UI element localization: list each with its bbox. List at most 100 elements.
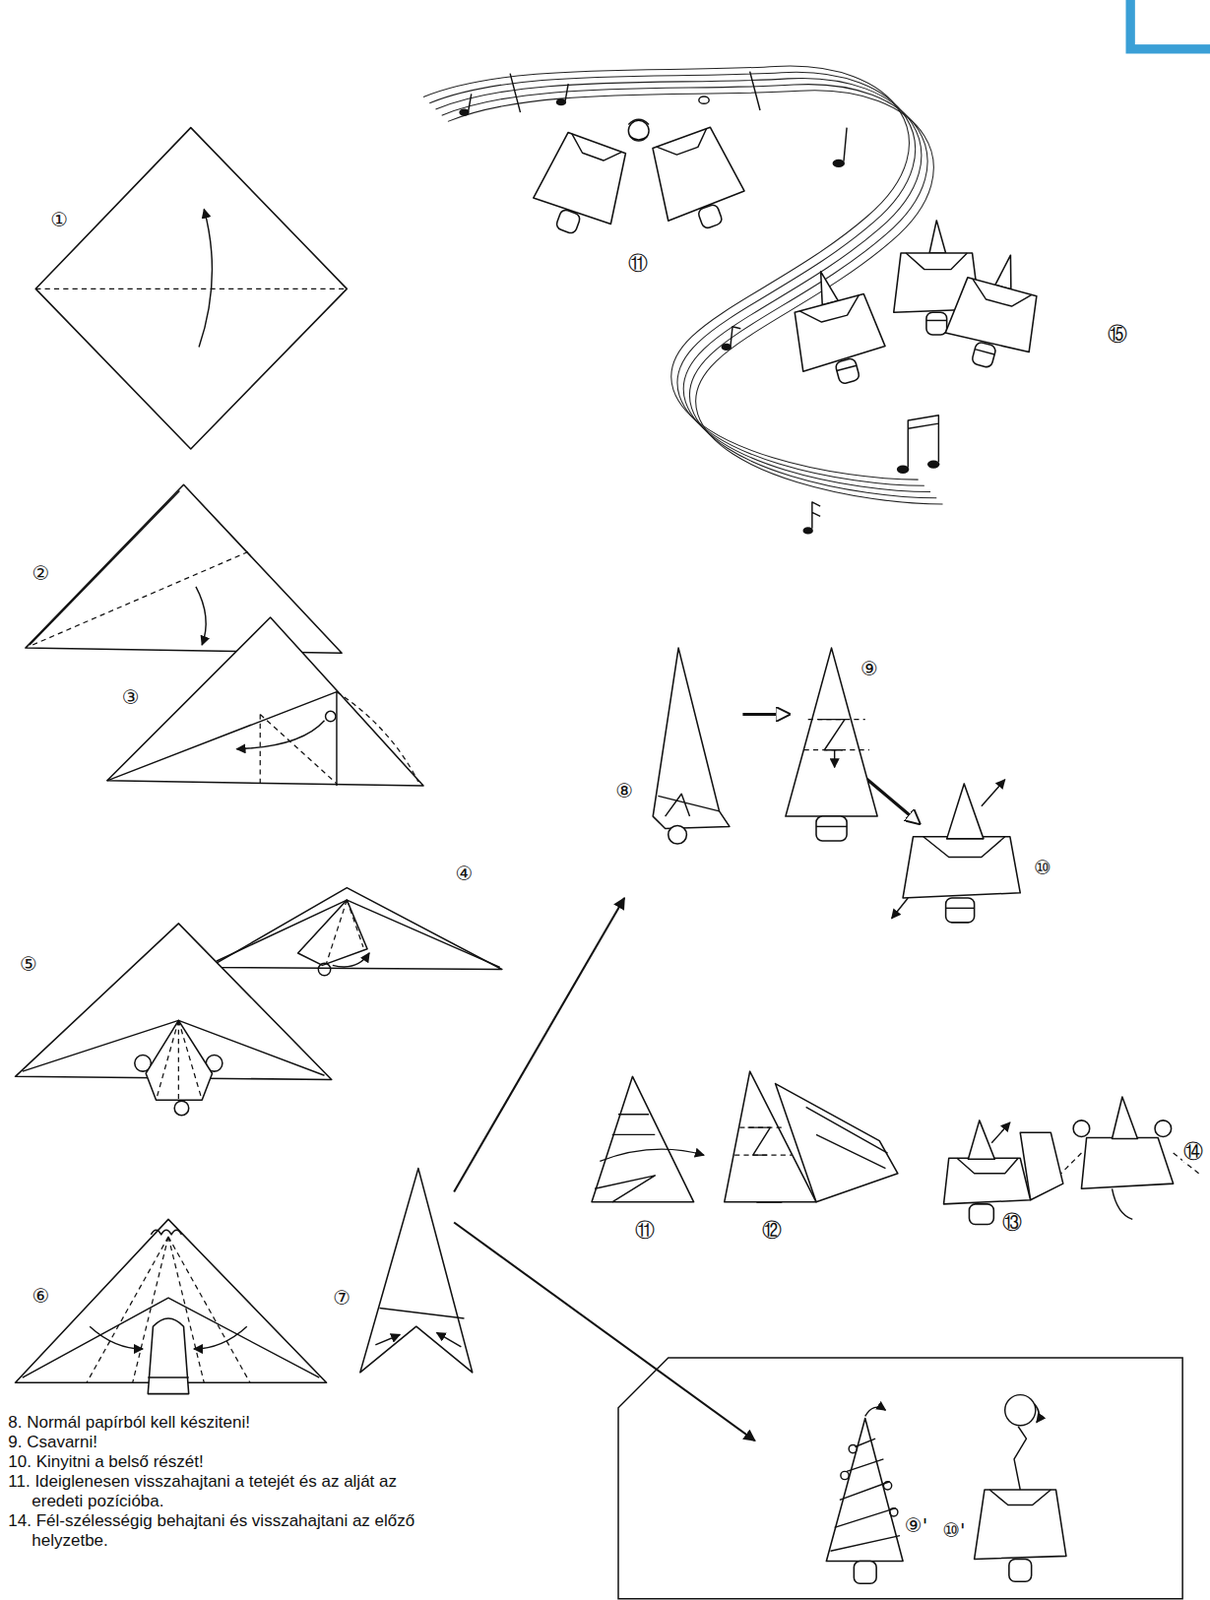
step-14-part xyxy=(1081,1138,1173,1190)
step-13 xyxy=(944,1120,1064,1225)
instruction-note: 11. Ideiglenesen visszahajtani a tetejét… xyxy=(7,1471,432,1512)
step-4-part xyxy=(298,899,368,965)
step-number: ⑭ xyxy=(1182,1140,1205,1162)
step-number: ⑥ xyxy=(30,1284,51,1307)
step-3-part xyxy=(325,710,336,721)
step-1-part xyxy=(35,288,347,290)
corner-frame-part xyxy=(1130,0,1210,50)
step-12-part xyxy=(806,1106,889,1168)
music-staff-part xyxy=(468,93,472,112)
step-number: ⑨' xyxy=(903,1514,929,1536)
step-5-part xyxy=(156,1019,203,1100)
inset-figures-part xyxy=(848,1444,857,1453)
step-5 xyxy=(15,923,332,1116)
step-10-part xyxy=(902,836,1020,898)
finished-bells-part xyxy=(628,119,649,140)
instruction-note: 8. Normál papírból kell késziteni! xyxy=(7,1412,432,1433)
instruction-notes: 8. Normál papírból kell késziteni!9. Csa… xyxy=(7,1412,432,1551)
music-staff-part xyxy=(896,465,909,474)
step-1 xyxy=(35,127,347,449)
step-2-part xyxy=(29,491,180,645)
inset-figures-part xyxy=(974,1489,1067,1559)
step-3-part xyxy=(107,692,337,786)
music-staff-part xyxy=(565,83,569,102)
step-8-part xyxy=(668,825,688,844)
step-number: ⑮ xyxy=(1106,322,1129,345)
music-staff-part xyxy=(907,415,939,468)
music-staff-part xyxy=(429,71,925,486)
step-2-part xyxy=(32,551,251,645)
inset-border xyxy=(618,1357,1183,1599)
step-10-part xyxy=(981,779,1006,807)
step-3 xyxy=(107,617,424,786)
step-14-part xyxy=(1112,1188,1134,1219)
inset-figures-part xyxy=(989,1489,1051,1506)
step-7-part xyxy=(375,1334,400,1344)
step-arrows-part xyxy=(453,1222,756,1442)
step-6-part xyxy=(89,1326,143,1349)
finished-bells xyxy=(526,119,1053,393)
inset-figures-part xyxy=(890,1508,898,1517)
inset-outline xyxy=(617,1356,1184,1600)
inset-figures-part xyxy=(1034,1403,1040,1423)
step-4-part xyxy=(326,899,364,963)
step-6-part xyxy=(150,1229,182,1235)
inset-figures-part xyxy=(830,1438,900,1551)
step-number: ⑩' xyxy=(941,1519,966,1541)
music-staff-part xyxy=(442,84,938,499)
step-9-part xyxy=(804,719,870,751)
step-4-part xyxy=(318,962,330,975)
music-staff-part xyxy=(509,71,761,113)
step-12 xyxy=(724,1071,898,1203)
step-10 xyxy=(891,779,1021,923)
music-staff-part xyxy=(927,459,940,468)
step-9-part xyxy=(818,719,845,751)
music-staff-part xyxy=(458,108,469,116)
step-11-part xyxy=(591,1076,695,1202)
instruction-note: 14. Fél-szélességig behajtani és visszah… xyxy=(7,1511,432,1551)
step-13-part xyxy=(944,1157,1031,1205)
step-number: ⑬ xyxy=(1001,1210,1023,1233)
finished-bells-part xyxy=(779,260,892,394)
step-14-part xyxy=(1154,1120,1172,1138)
step-3-part xyxy=(336,692,419,782)
step-10-part xyxy=(947,783,984,839)
step-number: ⑩ xyxy=(1032,856,1053,879)
step-11-part xyxy=(594,1175,655,1203)
step-number: ① xyxy=(49,208,69,231)
step-11-part xyxy=(599,1148,704,1161)
step-arrows-part xyxy=(453,897,625,1192)
step-14-part xyxy=(1112,1096,1139,1139)
step-number: ⑫ xyxy=(761,1218,783,1241)
music-staff-part xyxy=(699,96,709,104)
inset-figures-part xyxy=(865,1406,887,1416)
step-13-part xyxy=(991,1122,1011,1144)
music-staff-part xyxy=(730,326,741,347)
step-6 xyxy=(15,1218,327,1394)
step-number: ⑧ xyxy=(614,779,635,802)
step-12-part xyxy=(734,1127,792,1155)
step-6-part xyxy=(193,1326,248,1349)
step-7-part xyxy=(379,1308,464,1319)
step-7 xyxy=(360,1168,473,1373)
music-staff-part xyxy=(423,65,919,480)
step-number: ④ xyxy=(454,862,475,885)
inset-panel: ⑨' ⑩' xyxy=(617,1356,1184,1600)
step-11-part xyxy=(612,1114,656,1136)
step-6-part xyxy=(147,1376,189,1378)
step-13-part xyxy=(956,1157,1019,1174)
music-staff-part xyxy=(843,127,847,162)
step-3-part xyxy=(259,713,337,783)
step-13-part xyxy=(967,1120,995,1159)
step-4-part xyxy=(216,899,501,967)
step-14-part xyxy=(1061,1152,1200,1174)
step-5-part xyxy=(145,1019,212,1100)
step-8 xyxy=(652,647,730,844)
finished-bells-part xyxy=(939,244,1052,378)
step-2-part xyxy=(25,484,342,653)
finished-bells-part xyxy=(642,124,753,241)
step-3-part xyxy=(107,617,424,786)
step-3-part xyxy=(236,720,324,750)
